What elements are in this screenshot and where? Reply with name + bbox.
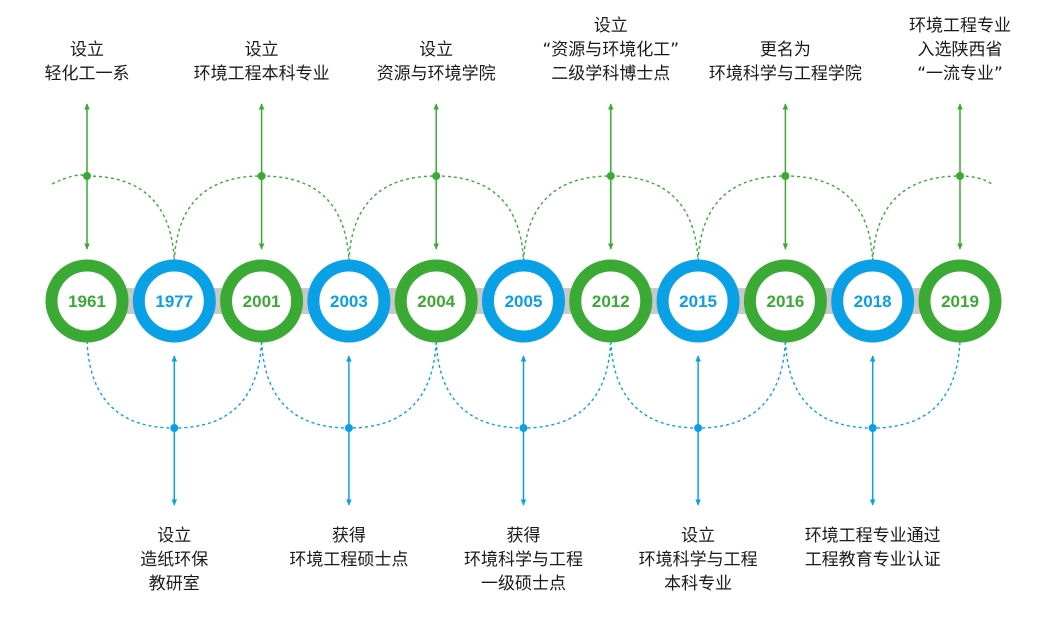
bottom-event-dot bbox=[519, 424, 528, 432]
top-arc-tail bbox=[51, 174, 88, 185]
top-event-dot bbox=[956, 172, 964, 180]
top_events-label-line: 环境科学与工程学院 bbox=[708, 64, 862, 84]
top_events-label-line: “资源与环境化工” bbox=[542, 40, 680, 60]
top_events-label: 设立轻化工一系 bbox=[0, 38, 187, 86]
top-arc bbox=[872, 175, 993, 262]
bottom_events-label-line: 教研室 bbox=[148, 574, 200, 594]
bottom_events-label-line: 工程教育专业认证 bbox=[804, 550, 941, 570]
year-label: 2004 bbox=[417, 292, 455, 311]
bottom_events-label-line: 造纸环保 bbox=[140, 550, 209, 570]
year-node: 1977 bbox=[132, 259, 216, 343]
bottom_events-label-line: 获得 bbox=[506, 526, 541, 546]
year-label: 2016 bbox=[766, 292, 804, 311]
year-node: 2001 bbox=[220, 259, 304, 343]
bottom_events-label: 设立造纸环保教研室 bbox=[74, 524, 274, 596]
top_events-label: 设立环境工程本科专业 bbox=[162, 38, 362, 86]
year-node: 2005 bbox=[482, 259, 565, 343]
top_events-label-line: 设立 bbox=[244, 40, 279, 60]
year-ring bbox=[918, 259, 1002, 343]
year-label: 2003 bbox=[330, 292, 368, 311]
top-event-dot bbox=[83, 172, 91, 180]
year-ring bbox=[45, 259, 129, 343]
top-event-dot bbox=[432, 172, 441, 180]
bottom-event-dot bbox=[868, 424, 877, 432]
bottom-event-dot bbox=[344, 424, 353, 432]
bottom_events-label-line: 环境科学与工程 bbox=[464, 550, 583, 570]
year-label: 1977 bbox=[155, 292, 193, 311]
year-ring bbox=[831, 259, 915, 343]
bottom_events-label-line: 设立 bbox=[681, 526, 716, 546]
top-arc bbox=[86, 175, 175, 262]
year-ring bbox=[220, 259, 304, 343]
top_events-label-line: 设立 bbox=[593, 16, 628, 36]
top_events-label-line: 轻化工一系 bbox=[44, 64, 130, 84]
year-node: 2018 bbox=[831, 259, 915, 343]
top-event-dot bbox=[257, 172, 266, 180]
bottom_events-label-line: 一级硕士点 bbox=[481, 574, 566, 594]
year-ring bbox=[132, 259, 216, 343]
year-label: 2005 bbox=[505, 292, 543, 311]
year-ring bbox=[743, 259, 827, 343]
year-node: 2004 bbox=[394, 259, 478, 343]
year-ring bbox=[569, 259, 653, 343]
top_events-label-line: 设立 bbox=[419, 40, 454, 60]
bottom_events-label: 设立环境科学与工程本科专业 bbox=[598, 524, 798, 596]
top_events-label-line: 入选陕西省 bbox=[917, 40, 1003, 60]
year-node: 1961 bbox=[45, 259, 129, 343]
top_events-label-line: 环境工程专业 bbox=[909, 16, 1011, 36]
year-label: 2015 bbox=[679, 292, 717, 311]
year-node: 2012 bbox=[569, 259, 653, 343]
top_events-label-line: 资源与环境学院 bbox=[376, 64, 496, 84]
year-node: 2003 bbox=[307, 259, 391, 343]
bottom_events-label-line: 设立 bbox=[157, 526, 192, 546]
year-node: 2019 bbox=[918, 259, 1002, 343]
bottom_events-label-line: 环境科学与工程 bbox=[638, 550, 758, 570]
year-label: 2012 bbox=[592, 292, 630, 311]
top_events-label-line: 设立 bbox=[70, 40, 104, 60]
top_events-label: 更名为环境科学与工程学院 bbox=[685, 38, 885, 86]
top_events-label: 环境工程专业入选陕西省 “一流专业” bbox=[860, 14, 1048, 86]
bottom_events-label-line: 获得 bbox=[331, 526, 366, 546]
bottom_events-label-line: 环境工程专业通过 bbox=[804, 526, 941, 546]
year-ring bbox=[656, 259, 740, 343]
top_events-label-line: 更名为 bbox=[759, 40, 811, 60]
bottom_events-label: 获得环境工程硕士点 bbox=[249, 524, 449, 572]
year-node: 2016 bbox=[743, 259, 827, 343]
bottom_events-label: 获得环境科学与工程一级硕士点 bbox=[424, 524, 624, 596]
year-ring bbox=[482, 259, 565, 343]
year-label: 2018 bbox=[854, 292, 892, 311]
top-event-dot bbox=[781, 172, 790, 180]
top_events-label: 设立 “资源与环境化工” 二级学科博士点 bbox=[511, 14, 711, 86]
bottom_events-label-line: 环境工程硕士点 bbox=[289, 550, 409, 570]
top_events-label: 设立资源与环境学院 bbox=[336, 38, 536, 86]
bottom_events-label-line: 本科专业 bbox=[664, 574, 733, 594]
year-label: 2019 bbox=[941, 292, 979, 311]
top_events-label-line: 二级学科博士点 bbox=[551, 64, 671, 84]
bottom-event-dot bbox=[694, 424, 703, 432]
year-ring bbox=[394, 259, 478, 343]
year-node: 2015 bbox=[656, 259, 740, 343]
bottom-event-dot bbox=[170, 424, 179, 432]
top_events-label-line: 环境工程本科专业 bbox=[193, 64, 330, 84]
bottom_events-label: 环境工程专业通过工程教育专业认证 bbox=[773, 524, 973, 572]
year-label: 2001 bbox=[243, 292, 281, 311]
year-ring bbox=[307, 259, 391, 343]
top_events-label-line: “一流专业” bbox=[917, 64, 1003, 84]
top-event-dot bbox=[606, 172, 615, 180]
year-label: 1961 bbox=[68, 292, 106, 311]
